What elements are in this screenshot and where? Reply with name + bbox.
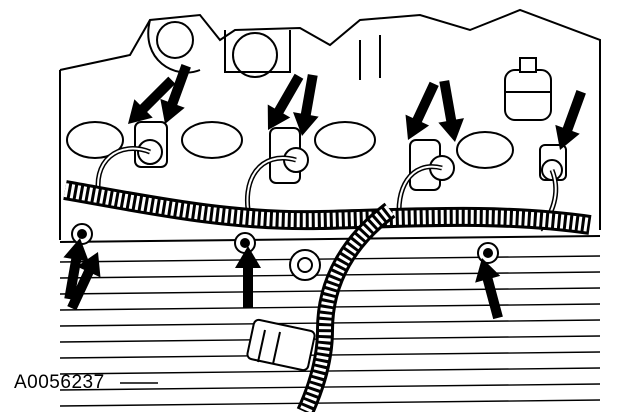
callout-arrow-11 xyxy=(475,258,503,320)
callout-arrow-6 xyxy=(438,80,464,142)
callout-arrow-2 xyxy=(160,64,191,124)
intake-port-3 xyxy=(314,121,376,159)
intake-port-1 xyxy=(66,121,124,159)
callout-arrow-1 xyxy=(128,76,176,124)
callout-arrow-4 xyxy=(293,74,319,136)
callout-arrow-10 xyxy=(235,246,261,308)
callout-arrow-3 xyxy=(267,73,304,130)
cylinder-head-edge xyxy=(59,235,601,243)
fuel-pressure-regulator xyxy=(504,57,552,121)
harness-connector xyxy=(246,318,316,372)
engine-upper-outline xyxy=(59,8,601,240)
intake-port-4 xyxy=(456,131,514,169)
intake-ports xyxy=(66,121,514,169)
intake-port-2 xyxy=(181,121,243,159)
callout-arrow-9 xyxy=(67,252,101,311)
callout-arrows xyxy=(63,64,586,320)
harness-mounting-studs xyxy=(71,223,499,281)
callout-arrow-8 xyxy=(63,238,89,300)
figure-code: A0056237 xyxy=(14,372,105,393)
callout-arrow-7 xyxy=(555,90,586,150)
callout-arrow-5 xyxy=(405,81,439,140)
